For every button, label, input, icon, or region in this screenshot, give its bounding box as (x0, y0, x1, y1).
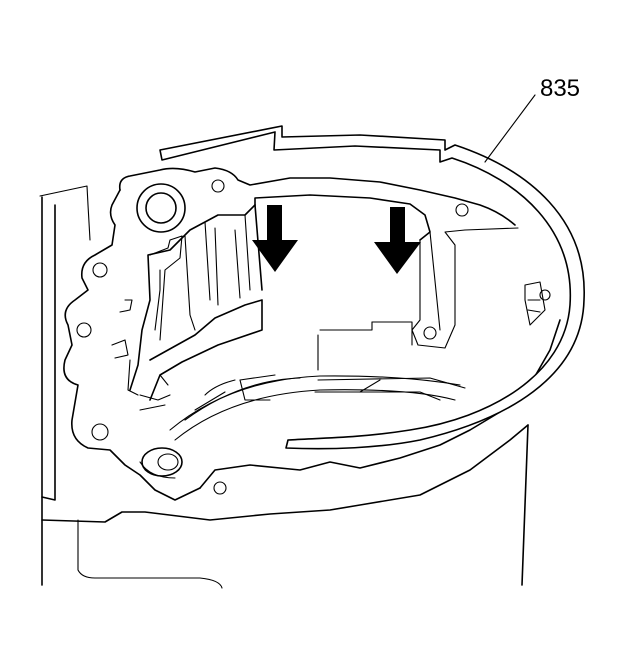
arrow-right (374, 207, 421, 274)
case-bore (169, 319, 561, 489)
arrow-left (252, 205, 298, 272)
case-body (39, 185, 529, 589)
band-835 (159, 125, 585, 450)
callout-835: 835 (484, 75, 580, 163)
callout-label-835: 835 (540, 75, 580, 102)
case-side-detail (111, 204, 263, 411)
case-flange (63, 167, 551, 501)
